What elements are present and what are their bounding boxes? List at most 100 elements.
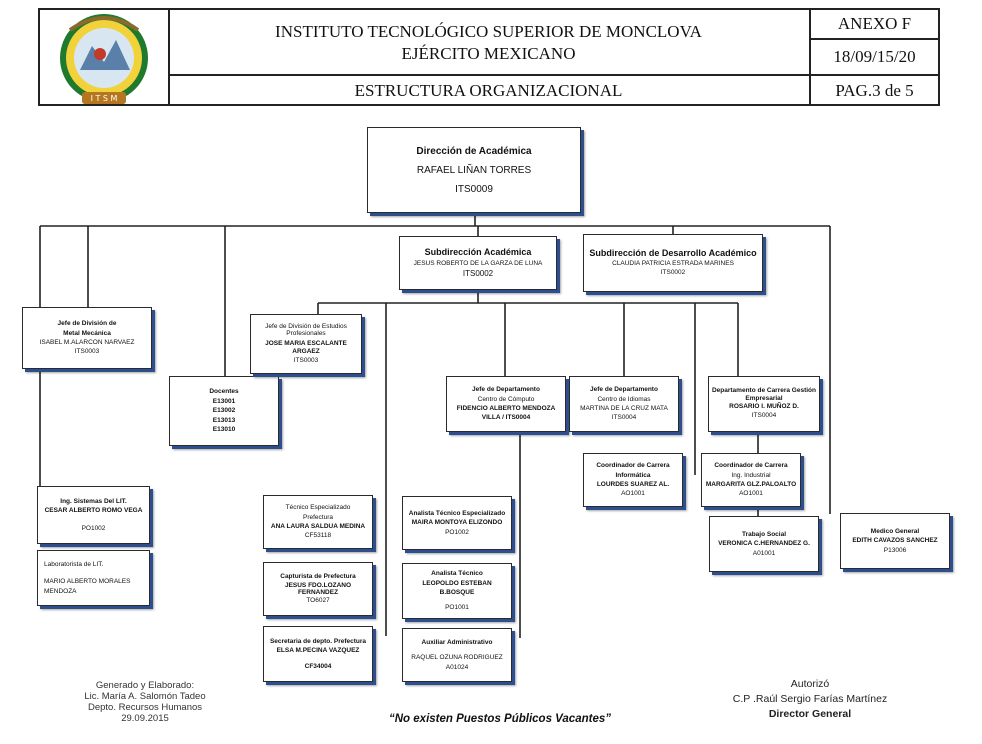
node-code: TO6027 [306,597,330,605]
node-docentes: Docentes E13001 E13002 E13013 E13010 [169,376,279,446]
footer-vacancy-note: “No existen Puestos Públicos Vacantes” [389,713,611,725]
footer-authorized-label: Autorizó [790,678,830,690]
node-title: Departamento de Carrera Gestión Empresar… [711,387,817,402]
node-code: ITS0004 [751,412,777,420]
node-code: A01024 [445,663,469,671]
document-date: 18/09/15/20 [811,40,938,76]
logo-letters: I T S M [91,94,118,103]
node-person: ELSA M.PECINA VAZQUEZ [276,647,360,655]
node-person: EDITH CAVAZOS SANCHEZ [852,537,938,545]
node-title: Coordinador de Carrera [596,462,670,470]
node-person: VERONICA C.HERNANDEZ G. [718,540,810,548]
node-title: Trabajo Social [741,530,787,538]
footer-left-line: Lic. María A. Salomón Tadeo [84,691,206,702]
footer-left-line: Depto. Recursos Humanos [87,702,203,713]
node-title: Coordinador de Carrera [714,462,788,470]
node-coordinador-informatica: Coordinador de Carrera Informática LOURD… [583,453,683,507]
node-person: FIDENCIO ALBERTO MENDOZA [456,405,556,412]
node-auxiliar-administrativo: Auxiliar Administrativo RAQUEL OZUNA ROD… [402,628,512,682]
node-title: Jefe de Departamento [590,386,658,394]
node-area: Centro de Idiomas [597,395,651,403]
node-person: JESUS FDO.LOZANO FERNANDEZ [284,581,352,596]
node-title: Secretaria de depto. Prefectura [269,637,367,645]
node-title: Analista Técnico [431,570,483,578]
node-code: CF34004 [304,662,332,670]
node-analista-tecnico-especializado: Analista Técnico Especializado MAIRA MON… [402,496,512,550]
footer-authorized-by: Autorizó C.P .Raúl Sergio Farías Martíne… [700,677,920,722]
node-person: MARIO ALBERTO MORALES MENDOZA [44,578,131,595]
node-title: Subdirección Académica [424,246,532,257]
node-title: Capturista de Prefectura [280,573,356,581]
node-title: Laboratorista de LIT. [44,560,104,568]
node-person: MARTINA DE LA CRUZ MATA [580,405,668,412]
node-code: AO1001 [621,490,645,498]
node-person: ANA LAURA SALDUA MEDINA [270,523,366,530]
institute-subtitle: EJÉRCITO MEXICANO [401,44,576,63]
node-code: PO1002 [445,528,469,536]
node-direccion-academica: Dirección de Académica RAFAEL LIÑAN TORR… [367,127,581,213]
node-person: RAFAEL LIÑAN TORRES [416,164,532,176]
node-code: ITS0002 [660,269,686,277]
node-title: Subdirección de Desarrollo Académico [589,248,757,259]
node-area: Metal Mecánica [63,329,111,337]
node-code: AO1001 [739,490,763,498]
header-table: I T S M INSTITUTO TECNOLÓGICO SUPERIOR D… [38,8,940,106]
node-title: Auxiliar Administrativo [421,638,493,646]
node-capturista-prefectura: Capturista de Prefectura JESUS FDO.LOZAN… [263,562,373,616]
node-code: E13002 [212,407,236,415]
node-person: CESAR ALBERTO ROMO VEGA [44,507,143,515]
node-medico-general: Medico General EDITH CAVAZOS SANCHEZ P13… [840,513,950,569]
node-title: Dirección de Académica [416,145,532,157]
node-code: E13013 [212,416,236,424]
node-person: ISABEL M.ALARCON NARVAEZ [39,339,135,346]
node-code: E13010 [212,426,236,434]
node-person: ROSARIO I. MUÑOZ D. [729,403,799,411]
node-code: A01001 [752,549,776,557]
node-person: MARGARITA GLZ.PALOALTO [705,481,797,488]
node-title: Medico General [870,527,920,535]
page-number: PAG.3 de 5 [835,81,914,100]
node-area: Informática [615,471,651,479]
document-title: ESTRUCTURA ORGANIZACIONAL [168,76,811,106]
header-title-cell: INSTITUTO TECNOLÓGICO SUPERIOR DE MONCLO… [168,10,811,76]
footer-left-line: 29.09.2015 [121,713,169,724]
node-code: ITS0002 [462,269,494,279]
node-depto-gestion-empresarial: Departamento de Carrera Gestión Empresar… [708,376,820,432]
node-title: Jefe de Departamento [472,386,540,394]
node-trabajo-social: Trabajo Social VERONICA C.HERNANDEZ G. A… [709,516,819,572]
node-person: LOURDES SUAREZ AL. [596,481,670,488]
node-subdireccion-academica: Subdirección Académica JESUS ROBERTO DE … [399,236,557,290]
footer-left-line: Generado y Elaborado: [95,680,195,691]
node-person: JESUS ROBERTO DE LA GARZA DE LUNA [413,260,543,268]
node-area: Ing. Industrial [731,471,771,479]
node-laboratorista-lit: Laboratorista de LIT. MARIO ALBERTO MORA… [37,550,150,606]
node-person-2: VILLA / ITS0004 [481,414,531,422]
node-subdireccion-desarrollo: Subdirección de Desarrollo Académico CLA… [583,234,763,292]
institute-name: INSTITUTO TECNOLÓGICO SUPERIOR DE MONCLO… [275,22,702,41]
node-ing-sistemas-lit: Ing. Sistemas Del LIT. CESAR ALBERTO ROM… [37,486,150,544]
node-title: Jefe de División de [57,320,117,328]
node-code: PO1002 [81,524,106,532]
node-coordinador-industrial: Coordinador de Carrera Ing. Industrial M… [701,453,801,507]
footer-prepared-by: Generado y Elaborado: Lic. María A. Salo… [60,680,230,724]
node-jefe-estudios-profesionales: Jefe de División de Estudios Profesional… [250,314,362,374]
node-jefe-metal-mecanica: Jefe de División de Metal Mecánica ISABE… [22,307,152,369]
node-title: Docentes [209,388,239,396]
node-title: Analista Técnico Especializado [408,509,506,517]
node-title: Técnico Especializado [285,504,351,512]
node-area: Prefectura [303,513,333,521]
node-code: PO1001 [445,604,469,612]
node-code: P13006 [883,546,907,554]
node-code: ITS0009 [455,183,493,195]
node-person: LEOPOLDO ESTEBAN B.BOSQUE [422,579,492,596]
node-person: JOSE MARIA ESCALANTE ARGAEZ [265,340,347,356]
node-person: MAIRA MONTOYA ELIZONDO [411,519,503,527]
node-person: RAQUEL OZUNA RODRIGUEZ [411,654,503,662]
annex-label: ANEXO F [811,10,938,40]
node-analista-tecnico: Analista Técnico LEOPOLDO ESTEBAN B.BOSQ… [402,563,512,619]
logo-emblem-icon: I T S M [60,14,148,104]
footer-authorized-name: C.P .Raúl Sergio Farías Martínez [732,693,888,705]
node-tecnico-prefectura: Técnico Especializado Prefectura ANA LAU… [263,495,373,549]
institute-logo: I T S M [40,10,170,106]
node-jefe-centro-computo: Jefe de Departamento Centro de Cómputo F… [446,376,566,432]
